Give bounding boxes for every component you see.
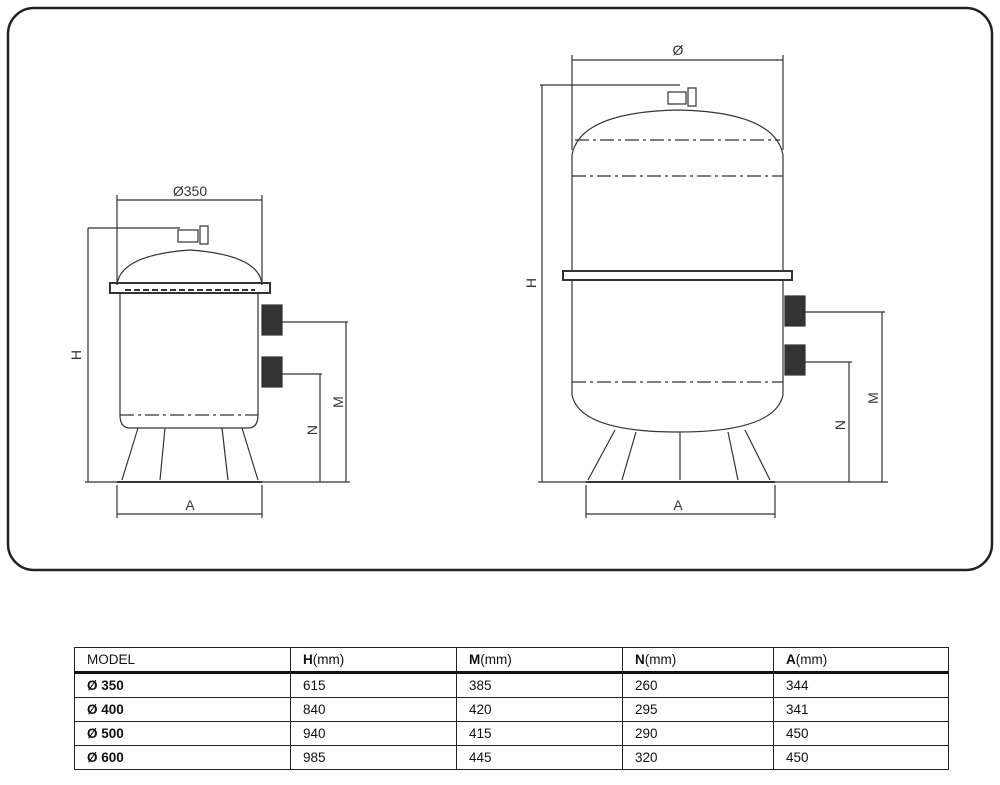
- cell-h: 840: [290, 697, 457, 722]
- cell-n: 260: [622, 672, 774, 698]
- cell-n: 320: [622, 745, 774, 770]
- cell-model: Ø 600: [74, 745, 291, 770]
- large-m-label: M: [865, 392, 881, 404]
- small-a-label: A: [185, 497, 195, 513]
- large-diameter-label: Ø: [673, 42, 684, 58]
- large-a-label: A: [673, 497, 683, 513]
- small-filter-drawing: [85, 195, 350, 518]
- large-n-label: N: [832, 420, 848, 430]
- header-n: N(mm): [622, 647, 774, 673]
- cell-n: 290: [622, 721, 774, 746]
- cell-a: 344: [773, 672, 949, 698]
- cell-h: 940: [290, 721, 457, 746]
- cell-n: 295: [622, 697, 774, 722]
- cell-model: Ø 350: [74, 672, 291, 698]
- cell-a: 341: [773, 697, 949, 722]
- cell-m: 385: [456, 672, 623, 698]
- cell-m: 415: [456, 721, 623, 746]
- small-m-label: M: [330, 396, 346, 408]
- header-h: H(mm): [290, 647, 457, 673]
- header-model: MODEL: [74, 647, 291, 673]
- cell-m: 445: [456, 745, 623, 770]
- header-a: A(mm): [773, 647, 949, 673]
- cell-m: 420: [456, 697, 623, 722]
- cell-a: 450: [773, 745, 949, 770]
- table-header-row: MODEL H(mm) M(mm) N(mm) A(mm): [74, 647, 949, 673]
- cell-a: 450: [773, 721, 949, 746]
- filter-dimension-drawing: Ø350 H M N A Ø H M N A: [6, 6, 994, 572]
- small-diameter-label: Ø350: [173, 183, 207, 199]
- cell-h: 615: [290, 672, 457, 698]
- header-m: M(mm): [456, 647, 623, 673]
- cell-model: Ø 400: [74, 697, 291, 722]
- small-n-label: N: [304, 425, 320, 435]
- small-h-label: H: [68, 350, 84, 360]
- large-h-label: H: [523, 278, 539, 288]
- cell-h: 985: [290, 745, 457, 770]
- drawing-frame: [6, 6, 994, 572]
- large-filter-drawing: [538, 55, 888, 518]
- cell-model: Ø 500: [74, 721, 291, 746]
